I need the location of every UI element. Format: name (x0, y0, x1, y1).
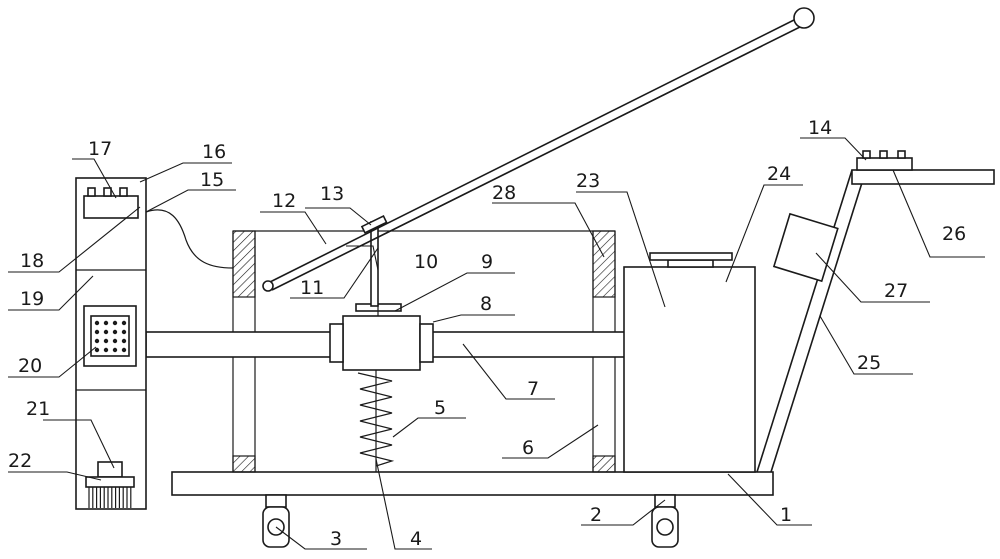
callout-26: 26 (942, 223, 966, 245)
callout-3: 3 (330, 528, 342, 550)
callout-6: 6 (522, 437, 534, 459)
callout-18: 18 (20, 250, 44, 272)
callout-22: 22 (8, 450, 32, 472)
callout-2: 2 (590, 504, 602, 526)
callout-20: 20 (18, 355, 42, 377)
lever-handle (262, 7, 815, 292)
cable (145, 209, 234, 269)
callout-10: 10 (414, 251, 438, 273)
callout-9: 9 (481, 251, 493, 273)
callout-23: 23 (576, 170, 600, 192)
callout-14: 14 (808, 117, 832, 139)
brush-bristles (88, 487, 132, 508)
push-handle (756, 150, 995, 473)
callout-19: 19 (20, 288, 44, 310)
callout-24: 24 (767, 163, 791, 185)
callout-8: 8 (480, 293, 492, 315)
callout-21: 21 (26, 398, 50, 420)
callout-25: 25 (857, 352, 881, 374)
callout-27: 27 (884, 280, 908, 302)
callout-12: 12 (272, 190, 296, 212)
callout-17: 17 (88, 138, 112, 160)
motor-box (623, 266, 756, 473)
right-wheel (651, 494, 679, 548)
left-wheel (262, 494, 290, 548)
side-column (75, 177, 147, 510)
callout-13: 13 (320, 183, 344, 205)
callout-1: 1 (780, 504, 792, 526)
callout-5: 5 (434, 397, 446, 419)
spring (357, 372, 395, 467)
grid-panel-dots (94, 320, 127, 353)
control-box (772, 212, 839, 283)
callout-7: 7 (527, 378, 539, 400)
callout-15: 15 (200, 169, 224, 191)
callout-4: 4 (410, 528, 422, 550)
callout-16: 16 (202, 141, 226, 163)
callout-11: 11 (300, 277, 324, 299)
callout-labels: 1 2 3 4 5 6 7 8 9 10 11 12 13 14 15 16 1… (8, 117, 966, 550)
slider-block (329, 315, 434, 371)
callout-28: 28 (492, 182, 516, 204)
leader-lines (8, 137, 985, 550)
base-plate (171, 471, 774, 496)
